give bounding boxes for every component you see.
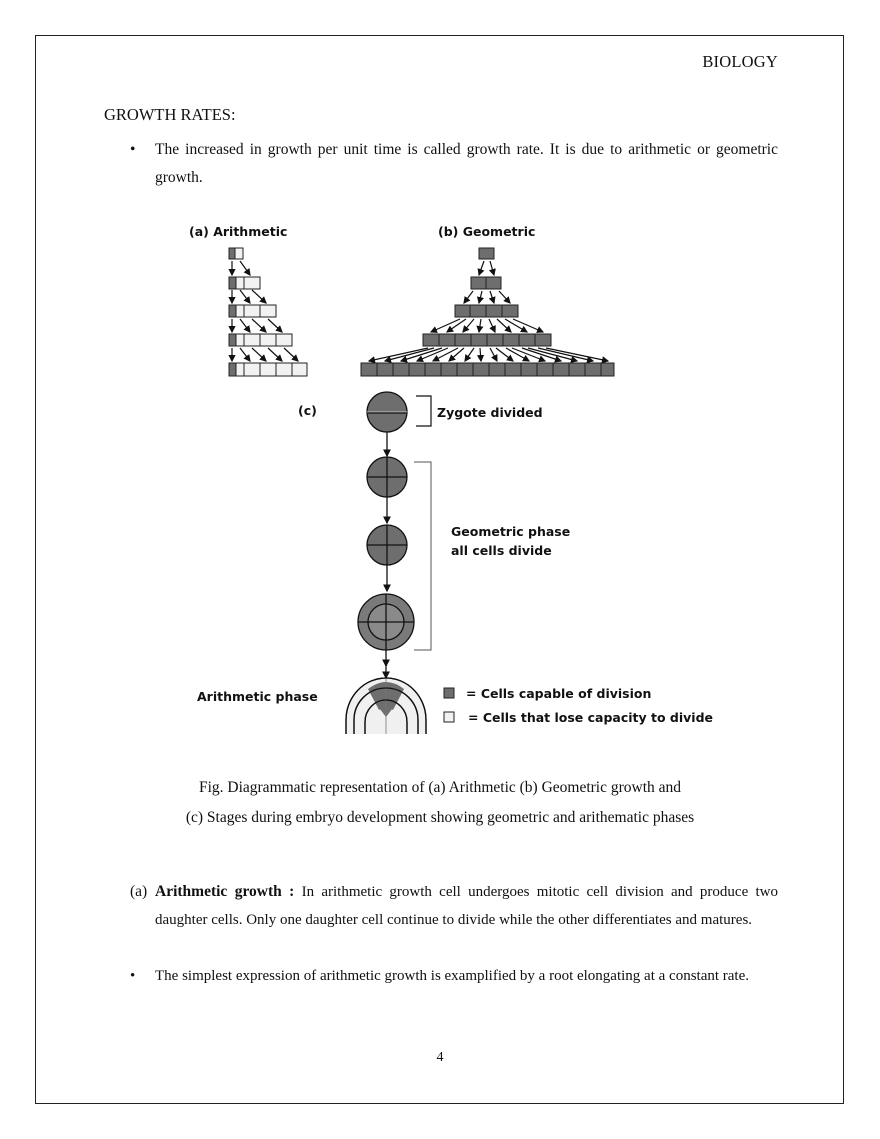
page-number: 4 xyxy=(436,1050,444,1065)
legend-label-dividing: = Cells capable of division xyxy=(466,686,652,701)
arithmetic-growth-term: Arithmetic growth : xyxy=(155,883,295,900)
geometric-phase-label-2: all cells divide xyxy=(451,543,552,558)
legend-swatch-dark xyxy=(443,687,455,699)
legend-label-non-dividing: = Cells that lose capacity to divide xyxy=(468,710,714,725)
zygote-label: Zygote divided xyxy=(437,405,543,420)
arithmetic-growth-bullet-text: The simplest expression of arithmetic gr… xyxy=(155,968,750,984)
panel-b-label: (b) Geometric xyxy=(438,224,536,239)
panel-c-label: (c) xyxy=(298,403,317,418)
geometric-phase-label-1: Geometric phase xyxy=(451,524,571,539)
arithmetic-growth-diagram xyxy=(228,247,308,377)
bullet-icon: • xyxy=(130,968,136,984)
intro-bullet-text: The increased in growth per unit time is… xyxy=(155,141,778,186)
growth-diagram-figure: (a) Arithmetic (b) Geometric (c) Zygote … xyxy=(189,224,714,734)
list-marker: (a) xyxy=(130,883,148,900)
growth-diagram-graphic xyxy=(228,247,615,734)
arithmetic-phase-label: Arithmetic phase xyxy=(197,689,318,704)
arithmetic-growth-paragraph: (a) Arithmetic growth : In arithmetic gr… xyxy=(130,878,778,934)
figure-caption-line-1: Fig. Diagrammatic representation of (a) … xyxy=(198,779,682,796)
embryo-stages-diagram xyxy=(345,391,455,734)
arithmetic-growth-definition: In arithmetic growth cell undergoes mito… xyxy=(155,884,779,928)
arithmetic-growth-bullet: • The simplest expression of arithmetic … xyxy=(130,962,778,990)
section-title: GROWTH RATES: xyxy=(104,105,236,124)
page-border xyxy=(35,35,844,1104)
root-tip-dome xyxy=(345,677,427,734)
bullet-icon: • xyxy=(130,141,136,158)
legend-swatch-light xyxy=(443,711,455,723)
header-subject: BIOLOGY xyxy=(702,52,778,71)
panel-a-label: (a) Arithmetic xyxy=(189,224,288,239)
figure-caption-line-2: (c) Stages during embryo development sho… xyxy=(185,809,695,826)
intro-bullet: • The increased in growth per unit time … xyxy=(130,136,778,192)
geometric-growth-diagram xyxy=(360,247,615,377)
